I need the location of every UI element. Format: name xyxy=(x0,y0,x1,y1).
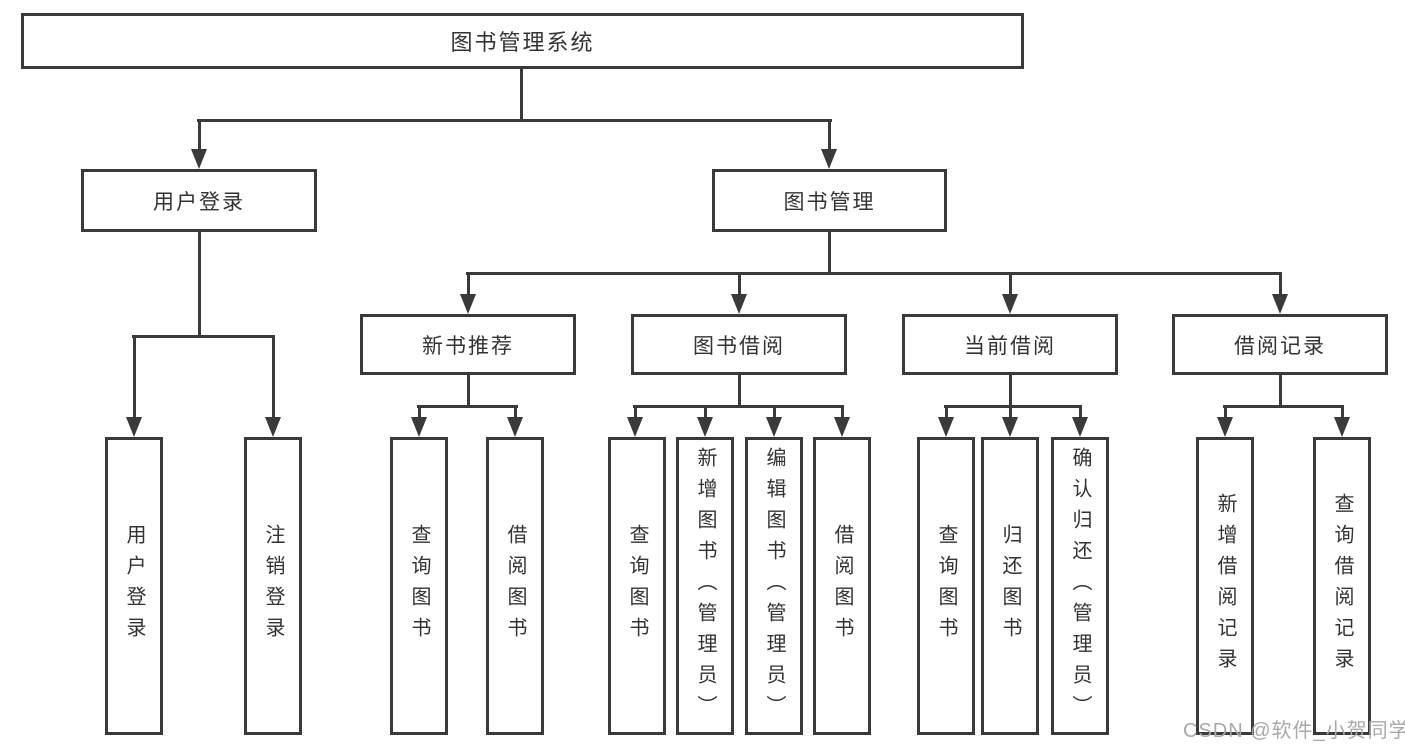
connector-line xyxy=(633,405,844,408)
arrowhead xyxy=(411,417,427,437)
connector-line xyxy=(198,119,201,152)
arrowhead xyxy=(938,417,954,437)
connector-line xyxy=(417,405,518,408)
node-book-management: 图书管理 xyxy=(712,169,947,232)
connector-line xyxy=(841,405,844,420)
leaf-label: 查询借阅记录 xyxy=(1331,493,1353,679)
watermark: CSDN @软件_小贺同学 xyxy=(1183,720,1405,742)
leaf-add-borrow-record: 新增借阅记录 xyxy=(1196,437,1254,735)
leaf-confirm-return-admin: 确认归还（管理员） xyxy=(1051,437,1109,735)
connector-line xyxy=(945,405,948,420)
connector-line xyxy=(828,232,831,275)
leaf-label: 新增借阅记录 xyxy=(1214,493,1236,679)
node-current-borrow: 当前借阅 xyxy=(902,314,1118,375)
node-user-login: 用户登录 xyxy=(81,169,317,232)
connector-line xyxy=(1009,272,1012,297)
leaf-user-login: 用户登录 xyxy=(105,437,163,735)
node-book-borrow: 图书借阅 xyxy=(631,314,847,375)
connector-line xyxy=(1279,272,1282,297)
connector-line xyxy=(198,232,201,338)
connector-line xyxy=(197,119,832,122)
leaf-borrow-book: 借阅图书 xyxy=(813,437,871,735)
connector-line xyxy=(738,272,741,297)
leaf-query-book-recommend: 查询图书 xyxy=(390,437,448,735)
arrowhead xyxy=(1334,417,1350,437)
leaf-query-book-current: 查询图书 xyxy=(917,437,975,735)
connector-line xyxy=(704,405,707,420)
connector-line xyxy=(738,375,741,407)
node-label: 图书借阅 xyxy=(693,334,785,358)
leaf-borrow-book-recommend: 借阅图书 xyxy=(486,437,544,735)
leaf-edit-book-admin: 编辑图书（管理员） xyxy=(745,437,803,735)
connector-line xyxy=(1009,375,1012,407)
connector-line xyxy=(828,119,831,152)
connector-line xyxy=(1009,405,1012,420)
leaf-return-book: 归还图书 xyxy=(981,437,1039,735)
connector-line xyxy=(272,335,275,419)
leaf-query-book-borrow: 查询图书 xyxy=(608,437,666,735)
node-label: 借阅记录 xyxy=(1234,334,1326,358)
connector-line xyxy=(1341,405,1344,420)
leaf-label: 借阅图书 xyxy=(504,524,526,648)
connector-line xyxy=(944,405,1082,408)
arrowhead xyxy=(1272,294,1288,314)
leaf-add-book-admin: 新增图书（管理员） xyxy=(676,437,734,735)
node-library-system: 图书管理系统 xyxy=(21,13,1024,69)
arrowhead xyxy=(627,417,643,437)
connector-line xyxy=(418,405,421,420)
leaf-label: 查询图书 xyxy=(935,524,957,648)
arrowhead xyxy=(1002,294,1018,314)
node-label: 新书推荐 xyxy=(422,334,514,358)
connector-line xyxy=(634,405,637,420)
node-label: 当前借阅 xyxy=(964,334,1056,358)
connector-line xyxy=(467,272,470,297)
arrowhead xyxy=(821,149,837,169)
arrowhead xyxy=(460,294,476,314)
leaf-label: 新增图书（管理员） xyxy=(694,446,716,726)
leaf-label: 查询图书 xyxy=(408,524,430,648)
connector-line xyxy=(514,405,517,420)
connector-line xyxy=(467,375,470,408)
leaf-label: 注销登录 xyxy=(262,524,284,648)
connector-line xyxy=(520,69,523,121)
connector-line xyxy=(1079,405,1082,420)
connector-line xyxy=(1279,375,1282,407)
leaf-logout: 注销登录 xyxy=(244,437,302,735)
arrowhead xyxy=(126,417,142,437)
node-new-book-recommend: 新书推荐 xyxy=(360,314,576,375)
connector-line xyxy=(133,335,136,419)
leaf-label: 编辑图书（管理员） xyxy=(763,446,785,726)
connector-line xyxy=(773,405,776,420)
connector-line xyxy=(1224,405,1227,420)
node-label: 图书管理系统 xyxy=(450,30,595,55)
arrowhead xyxy=(191,149,207,169)
arrowhead xyxy=(1002,417,1018,437)
arrowhead xyxy=(697,417,713,437)
leaf-label: 用户登录 xyxy=(123,524,145,648)
connector-line xyxy=(466,272,1281,275)
arrowhead xyxy=(265,417,281,437)
arrowhead xyxy=(731,294,747,314)
arrowhead xyxy=(834,417,850,437)
leaf-label: 查询图书 xyxy=(626,524,648,648)
arrowhead xyxy=(1072,417,1088,437)
connector-line xyxy=(1223,405,1344,408)
connector-line xyxy=(132,335,275,338)
node-borrow-record: 借阅记录 xyxy=(1172,314,1388,375)
arrowhead xyxy=(1217,417,1233,437)
leaf-label: 借阅图书 xyxy=(831,524,853,648)
leaf-label: 确认归还（管理员） xyxy=(1069,446,1091,726)
node-label: 图书管理 xyxy=(783,190,876,214)
arrowhead xyxy=(766,417,782,437)
node-label: 用户登录 xyxy=(153,190,245,214)
leaf-label: 归还图书 xyxy=(999,524,1021,648)
leaf-query-borrow-record: 查询借阅记录 xyxy=(1313,437,1371,735)
arrowhead xyxy=(507,417,523,437)
